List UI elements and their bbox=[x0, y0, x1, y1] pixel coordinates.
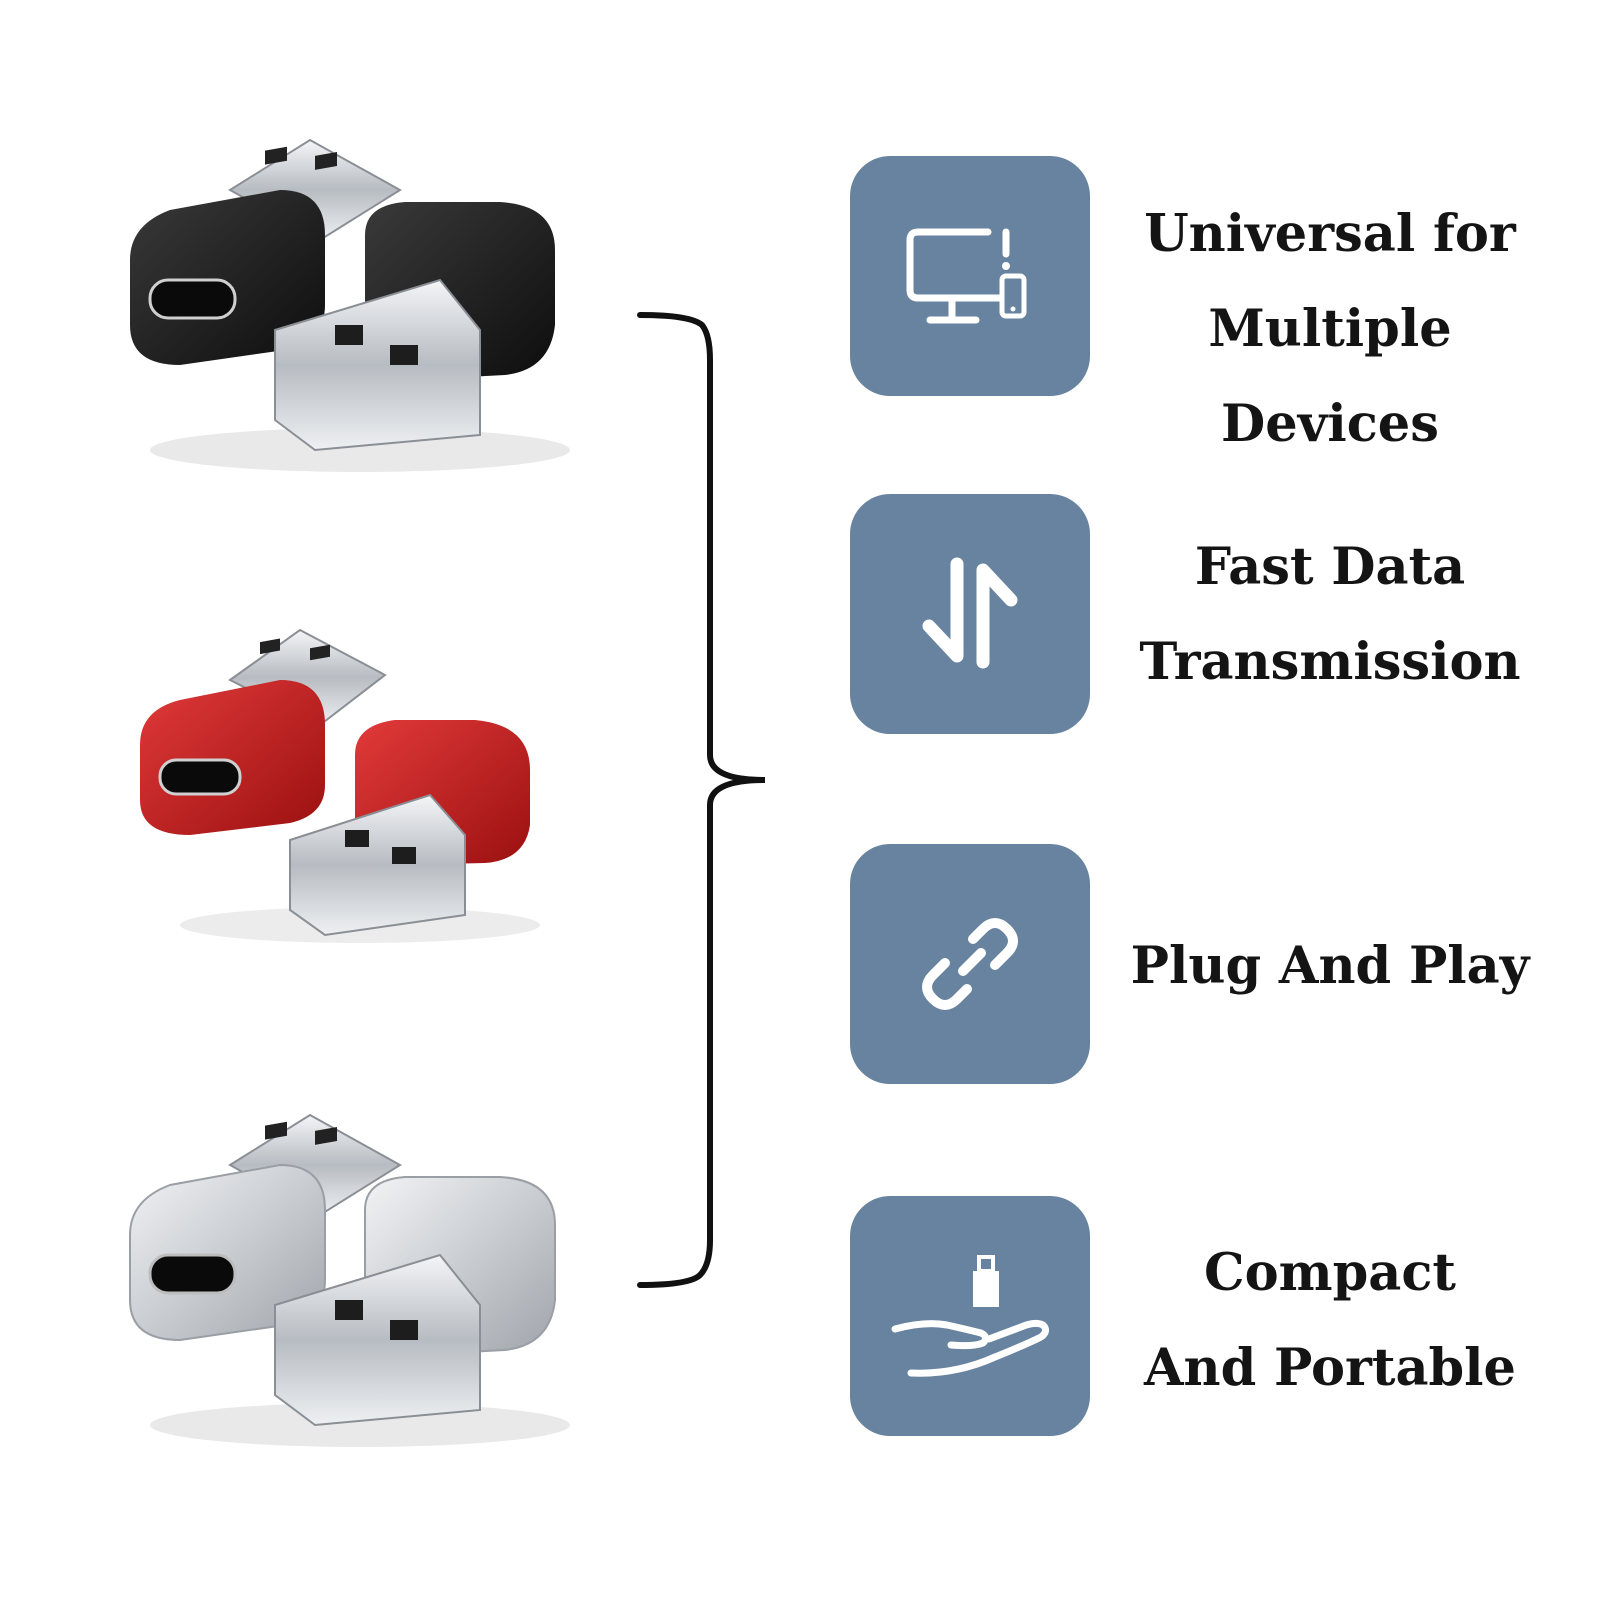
black-adapter-pair-image bbox=[130, 138, 570, 472]
hand-holding-adapter-icon bbox=[891, 1255, 1050, 1377]
silver-adapter-pair-image bbox=[129, 1113, 570, 1447]
feature-universal-text: Universal for Multiple Devices bbox=[1110, 187, 1550, 472]
link-icon-tile bbox=[850, 844, 1090, 1084]
feature-plug-and-play-text: Plug And Play bbox=[1110, 919, 1550, 1014]
link-icon bbox=[922, 918, 1018, 1010]
curly-bracket bbox=[637, 312, 766, 1288]
portable-icon-tile bbox=[850, 1196, 1090, 1436]
transfer-icon-tile bbox=[850, 494, 1090, 734]
feature-line: Fast Data bbox=[1194, 537, 1466, 597]
feature-fast-data-text: Fast Data Transmission bbox=[1110, 520, 1550, 710]
feature-line: Transmission bbox=[1139, 632, 1521, 692]
feature-compact-text: Compact And Portable bbox=[1110, 1226, 1550, 1416]
feature-line: Plug And Play bbox=[1130, 936, 1530, 996]
feature-line: Compact bbox=[1204, 1243, 1456, 1303]
devices-icon bbox=[906, 228, 1027, 324]
red-adapter-pair-image bbox=[140, 628, 540, 943]
feature-line: Universal for bbox=[1144, 204, 1516, 264]
devices-icon-tile bbox=[850, 156, 1090, 396]
transfer-arrows-icon bbox=[922, 557, 1018, 669]
feature-line: And Portable bbox=[1143, 1338, 1517, 1398]
feature-line: Multiple Devices bbox=[1208, 299, 1452, 454]
